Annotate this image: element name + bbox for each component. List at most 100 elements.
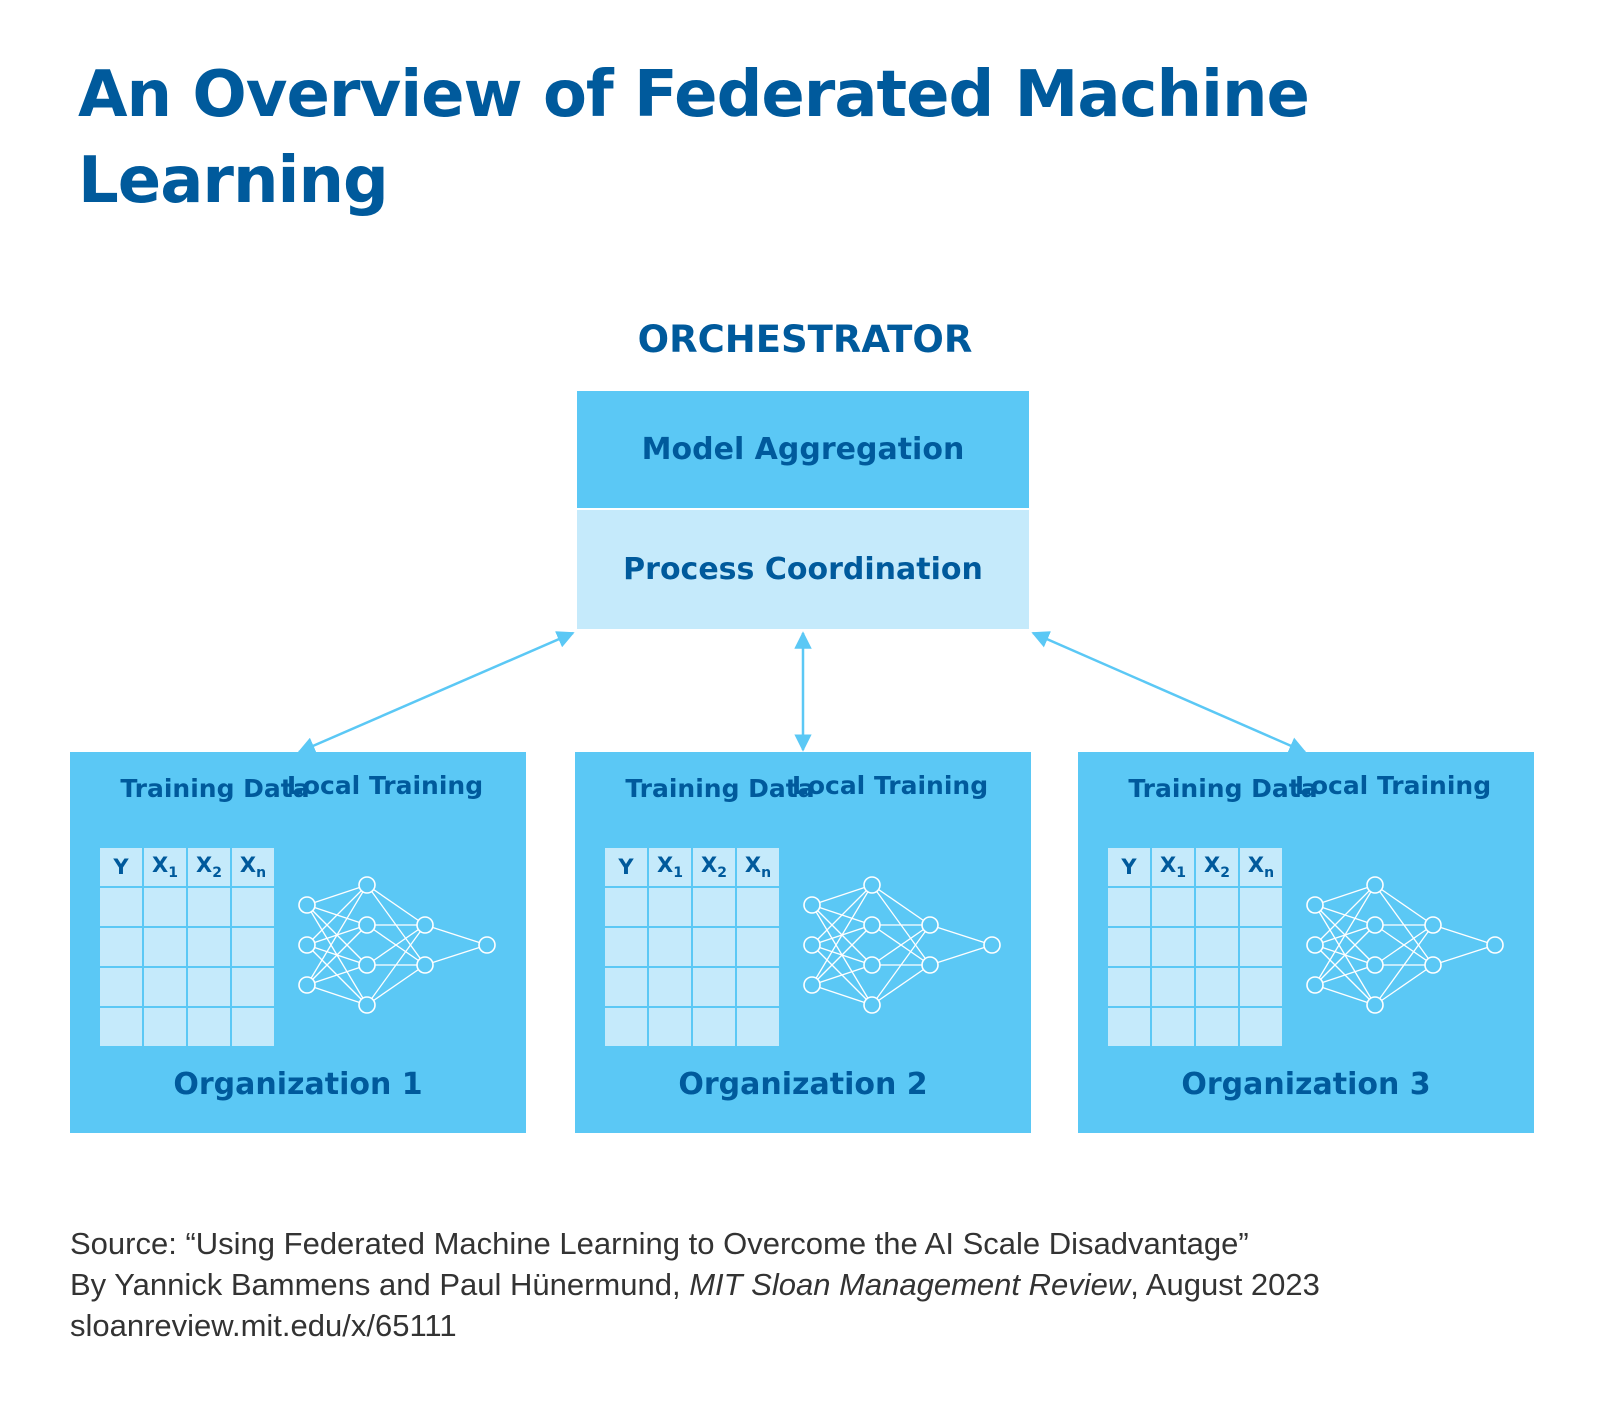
nn-node [863, 996, 881, 1014]
nn-node [358, 876, 376, 894]
table-row [1106, 926, 1284, 968]
table-row [98, 886, 276, 928]
table-row [1106, 966, 1284, 1008]
nn-connection [1374, 964, 1434, 1006]
nn-connection [306, 964, 368, 986]
nn-connection [811, 884, 873, 946]
nn-node [298, 896, 316, 914]
nn-connection [1314, 984, 1376, 1006]
nn-node [1424, 956, 1442, 974]
nn-connection [871, 924, 931, 966]
orchestrator-label: ORCHESTRATOR [637, 318, 973, 361]
nn-connection [871, 884, 931, 926]
nn-connection [366, 924, 426, 1006]
neural-network-icon [803, 876, 1001, 1014]
column-header: Xn [1238, 846, 1284, 888]
page-title: An Overview of Federated Machine Learnin… [78, 58, 1310, 218]
column-header: Y [98, 846, 144, 888]
nn-connection [929, 924, 993, 946]
nn-node [863, 916, 881, 934]
nn-connection [366, 964, 426, 1006]
publication-date: , August 2023 [1130, 1267, 1320, 1302]
table-row [98, 966, 276, 1008]
nn-connection [306, 984, 368, 1006]
nn-node [863, 956, 881, 974]
nn-node [803, 936, 821, 954]
authors: By Yannick Bammens and Paul Hünermund, [70, 1267, 690, 1302]
training-data-table: Y X1 X2 Xn [98, 846, 276, 1048]
source-line-1: Source: “Using Federated Machine Learnin… [70, 1226, 1249, 1261]
nn-node [921, 956, 939, 974]
column-header: X1 [1150, 846, 1196, 888]
neural-network-icon [1306, 876, 1504, 1014]
nn-connection [871, 964, 931, 1006]
nn-node [921, 916, 939, 934]
table-header-row: Y X1 X2 Xn [603, 846, 781, 888]
nn-connection [1374, 884, 1434, 926]
arrow-org3 [1031, 631, 1307, 754]
nn-node [416, 956, 434, 974]
local-training-label: Local Training [286, 771, 484, 800]
publication-name: MIT Sloan Management Review [689, 1267, 1131, 1302]
nn-node [478, 936, 496, 954]
nn-node [1366, 996, 1384, 1014]
column-header: Y [603, 846, 649, 888]
nn-connection [811, 984, 873, 1006]
training-data-table: Y X1 X2 Xn [603, 846, 781, 1048]
nn-connection [871, 924, 931, 1006]
table-row [98, 926, 276, 968]
nn-connection [306, 924, 368, 986]
column-header: X2 [691, 846, 737, 888]
nn-connection [1314, 884, 1376, 906]
column-header: Y [1106, 846, 1152, 888]
nn-connection [811, 884, 873, 986]
nn-node [1424, 916, 1442, 934]
local-training-label: Local Training [791, 771, 989, 800]
table-row [98, 1006, 276, 1048]
source-citation: Source: “Using Federated Machine Learnin… [70, 1223, 1550, 1346]
nn-node [1306, 936, 1324, 954]
nn-node [1366, 916, 1384, 934]
training-data-label: Training Data [1128, 774, 1318, 803]
nn-connection [811, 924, 873, 986]
nn-connection [1314, 924, 1376, 986]
source-url[interactable]: sloanreview.mit.edu/x/65111 [70, 1308, 457, 1343]
orchestrator-box: Model Aggregation Process Coordination [577, 391, 1029, 629]
nn-node [803, 896, 821, 914]
nn-connection [1432, 944, 1496, 966]
table-row [603, 886, 781, 928]
nn-connection [306, 884, 368, 946]
training-data-table: Y X1 X2 Xn [1106, 846, 1284, 1048]
nn-node [298, 976, 316, 994]
column-header: X2 [186, 846, 232, 888]
nn-node [1366, 876, 1384, 894]
neural-network-icon [298, 876, 496, 1014]
nn-connection [306, 884, 368, 906]
nn-node [358, 916, 376, 934]
table-row [603, 966, 781, 1008]
organization-1-box: Training Data Local Training Y X1 X2 Xn … [70, 752, 526, 1133]
organization-3-box: Training Data Local Training Y X1 X2 Xn … [1078, 752, 1534, 1133]
column-header: Xn [230, 846, 276, 888]
nn-connection [1374, 924, 1434, 1006]
nn-connection [811, 964, 873, 986]
local-training-label: Local Training [1294, 771, 1492, 800]
nn-connection [366, 884, 426, 926]
organization-name: Organization 1 [173, 1067, 423, 1102]
column-header: X1 [142, 846, 188, 888]
training-data-label: Training Data [120, 774, 310, 803]
nn-connection [929, 944, 993, 966]
process-coordination-block: Process Coordination [577, 510, 1029, 629]
organization-2-box: Training Data Local Training Y X1 X2 Xn … [575, 752, 1031, 1133]
nn-node [983, 936, 1001, 954]
arrow-org1 [297, 631, 575, 754]
column-header: X2 [1194, 846, 1240, 888]
nn-node [863, 876, 881, 894]
nn-connection [366, 924, 426, 966]
model-aggregation-block: Model Aggregation [577, 391, 1029, 508]
nn-node [1306, 896, 1324, 914]
table-header-row: Y X1 X2 Xn [98, 846, 276, 888]
nn-connection [424, 944, 488, 966]
table-row [603, 926, 781, 968]
